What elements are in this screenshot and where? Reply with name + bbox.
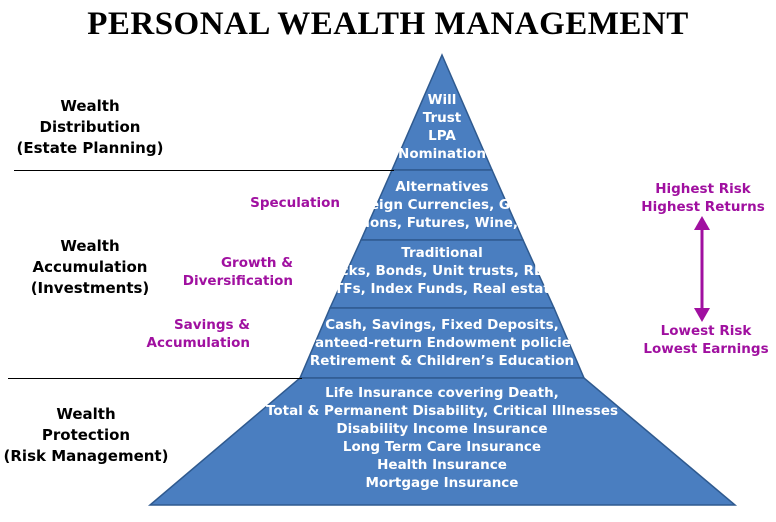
- risk-label-lowest: Lowest Risk Lowest Earnings: [643, 323, 769, 357]
- risk-arrow-head-up: [694, 216, 710, 230]
- section-divider-bottom: [8, 378, 302, 379]
- tier-text-growth: Traditional Stocks, Bonds, Unit trusts, …: [315, 245, 569, 297]
- pyramid-tier-protection: [147, 377, 738, 506]
- side-label-growth: Growth & Diversification: [182, 255, 293, 289]
- side-label-speculation: Speculation: [250, 195, 340, 211]
- risk-label-highest: Highest Risk Highest Returns: [641, 181, 765, 215]
- page-title: PERSONAL WEALTH MANAGEMENT: [87, 6, 689, 42]
- section-divider-top: [14, 170, 394, 171]
- section-label-protection: Wealth Protection (Risk Management): [3, 405, 169, 465]
- section-label-accumulation: Wealth Accumulation (Investments): [30, 237, 150, 297]
- risk-arrow-head-down: [694, 308, 710, 322]
- tier-text-savings: Cash, Savings, Fixed Deposits, Guarantee…: [278, 317, 606, 369]
- section-label-distribution: Wealth Distribution (Estate Planning): [16, 97, 164, 157]
- side-label-savings: Savings & Accumulation: [146, 317, 250, 351]
- tier-text-protection: Life Insurance covering Death, Total & P…: [265, 385, 619, 491]
- tier-text-speculation: Alternatives Foreign Currencies, Gold, O…: [337, 179, 547, 231]
- tier-text-estate: Will Trust LPA Nomination: [398, 92, 486, 162]
